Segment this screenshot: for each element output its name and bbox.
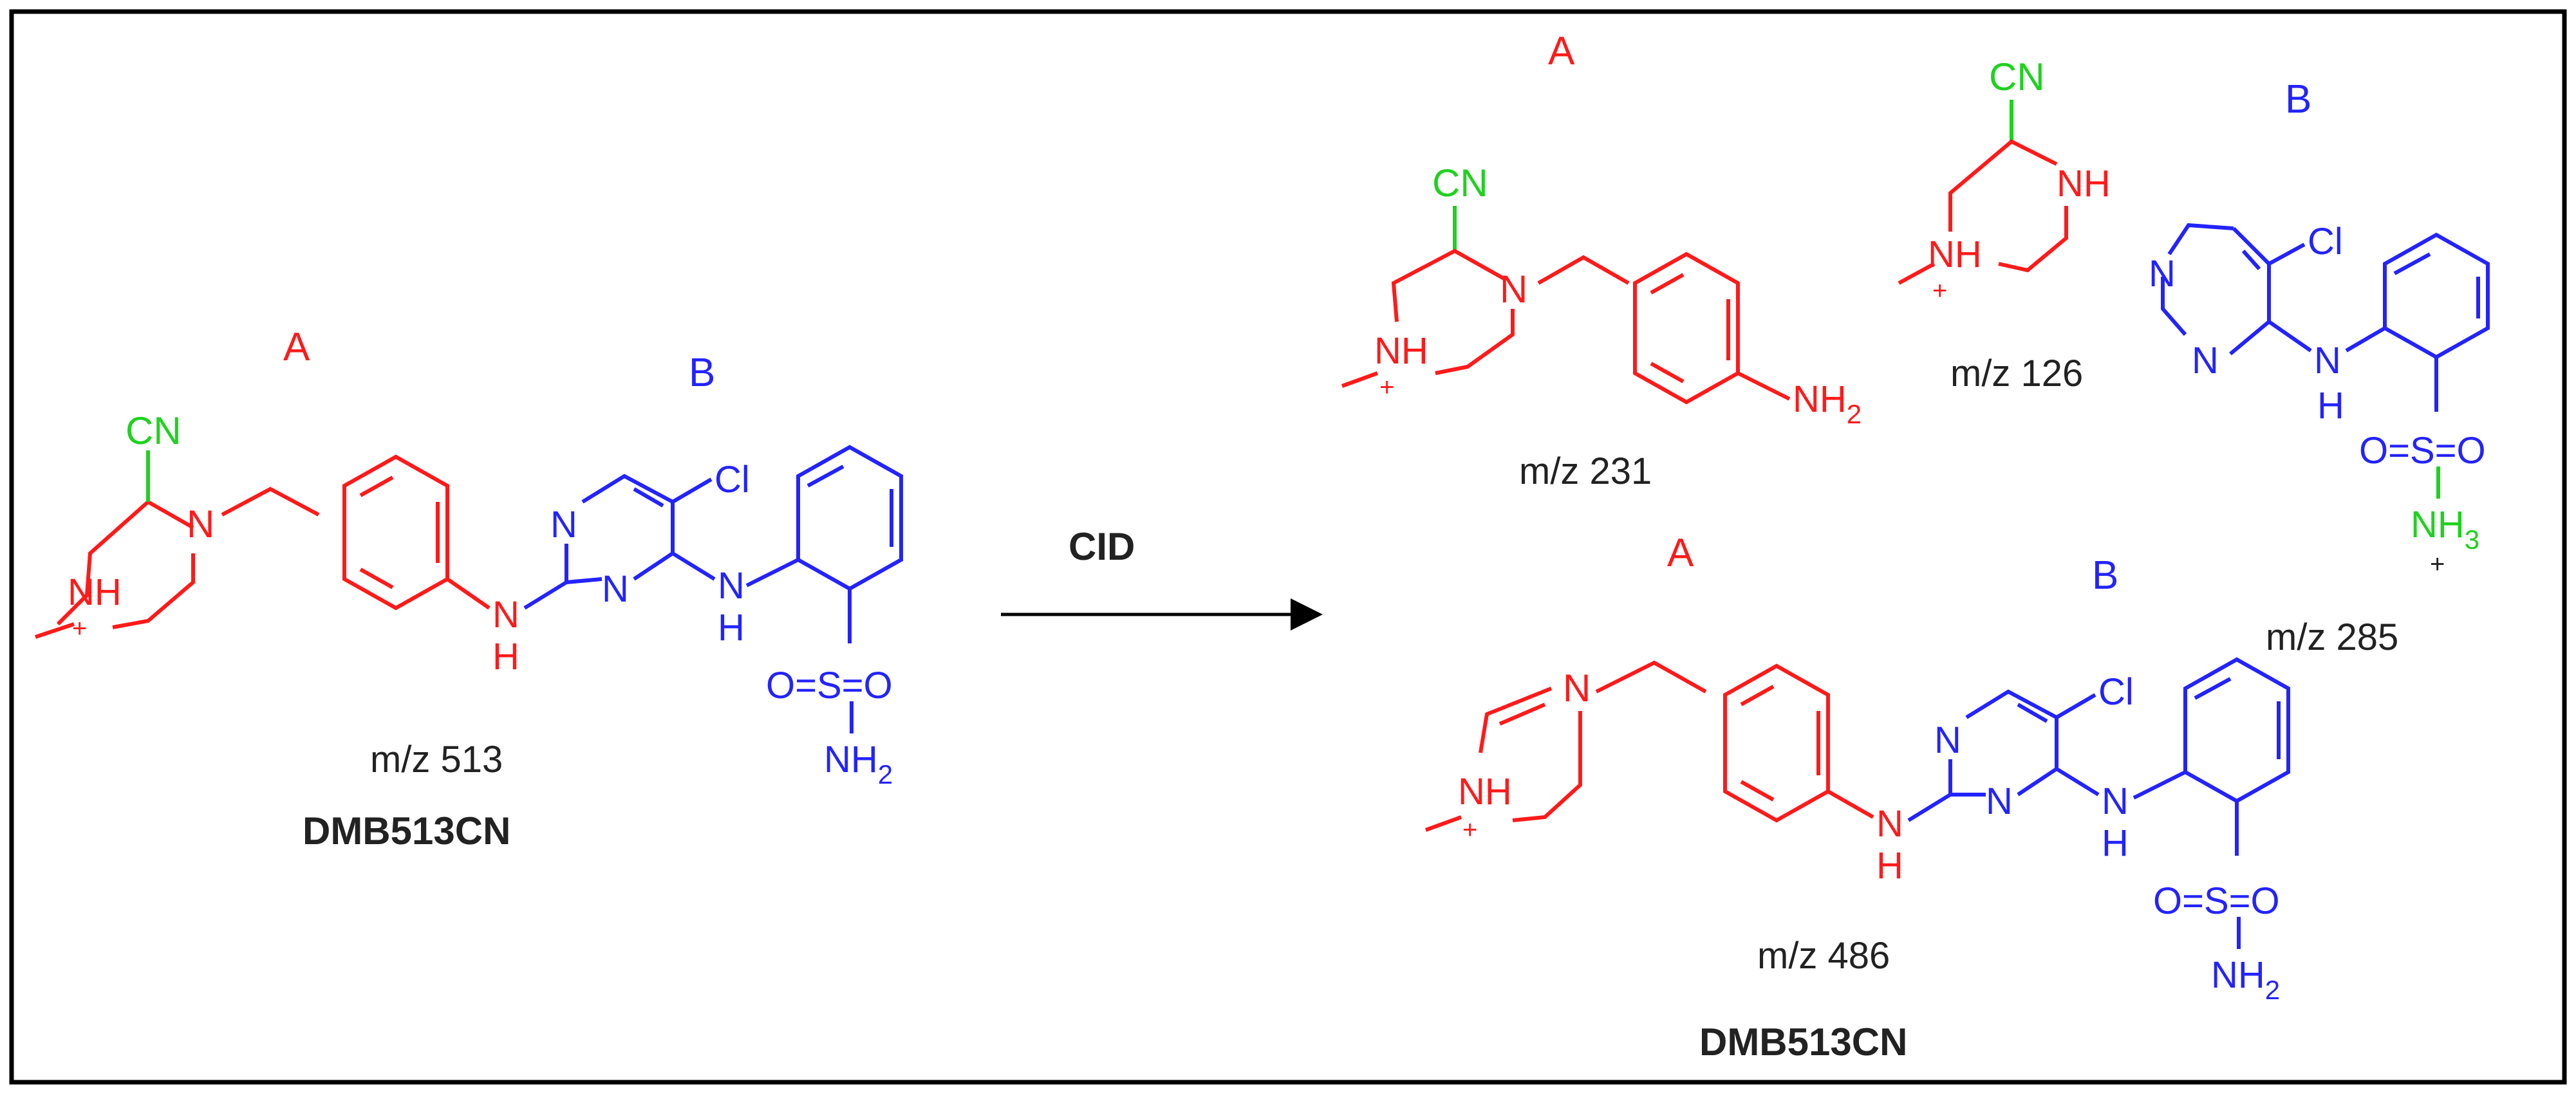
fragment-285-mz: m/z 285 <box>2266 616 2398 658</box>
parent-fragment-a-label: A <box>283 325 310 369</box>
fragment-231-nh2: NH2 <box>1793 378 1862 429</box>
fragment-126: CN NH NH + m/z 126 <box>1898 55 2111 394</box>
parent-benzene-b <box>745 445 903 643</box>
fragment-126-nh-top: NH <box>2057 163 2111 205</box>
fragment-486-benzene-b <box>2133 657 2290 856</box>
parent-link-h: H <box>492 636 519 678</box>
fragment-486-label-a: A <box>1667 531 1694 575</box>
fragment-486-nh2-main: NH <box>2211 954 2265 996</box>
fragment-285-charge-plus: + <box>2430 550 2445 578</box>
parent-methylene <box>221 486 320 517</box>
parent-nh2-main: NH <box>824 739 878 780</box>
fragment-231-ring-n: N <box>1500 268 1527 311</box>
fragment-231-charge-plus: + <box>1379 373 1394 401</box>
fragment-486-methylene <box>1595 660 1707 694</box>
fragment-285-sulfonyl: O=S=O <box>2359 430 2486 472</box>
fragment-486-b-h: H <box>2102 822 2129 864</box>
fragment-486-cl: Cl <box>2098 671 2134 713</box>
fragment-231-ring-nh: NH <box>1374 330 1428 372</box>
parent-ring-nh: NH <box>68 571 122 613</box>
fragment-486: A B N NH + N H N <box>1424 531 2290 1064</box>
parent-benzene-nh-bond <box>446 577 490 610</box>
parent-name: DMB513CN <box>303 809 510 853</box>
fragment-231-mz: m/z 231 <box>1519 450 1652 492</box>
parent-nh2-sub: 2 <box>878 759 893 789</box>
fragment-486-nh2-sub: 2 <box>2265 975 2280 1005</box>
fragment-285-cl: Cl <box>2308 221 2343 263</box>
cid-label: CID <box>1069 525 1135 568</box>
fragment-126-mz: m/z 126 <box>1950 353 2083 394</box>
fragment-285-h: H <box>2317 385 2344 427</box>
parent-fragment-b-label: B <box>689 351 715 395</box>
fragment-285-pyrimidine-n1: N <box>2149 253 2176 295</box>
fragment-486-pyrimidine <box>1907 689 2100 822</box>
parent-charge-plus: + <box>72 614 87 643</box>
fragment-231-nh2-main: NH <box>1793 378 1847 420</box>
parent-link-n: N <box>492 594 519 636</box>
fragment-486-link-h: H <box>1876 845 1903 887</box>
fragment-231-benzene <box>1633 252 1791 405</box>
fragment-126-ring-nh: NH <box>1928 234 1982 275</box>
fragment-231-label: A <box>1548 29 1575 73</box>
reaction-arrow-group: CID <box>1001 525 1323 631</box>
fragment-285-label: B <box>2285 77 2311 122</box>
fragment-126-charge-plus: + <box>1932 277 1947 305</box>
fragment-231-piperazine <box>1341 248 1515 388</box>
fragment-285-n: N <box>2314 340 2341 382</box>
parent-b-h: H <box>718 607 745 649</box>
fragment-231: A CN N NH + NH2 m/z 231 <box>1341 29 1862 492</box>
fragment-231-cn: CN <box>1432 161 1488 205</box>
parent-benzene-a <box>342 454 449 611</box>
parent-cl: Cl <box>714 459 750 501</box>
parent-sulfonyl: O=S=O <box>766 665 893 706</box>
fragment-486-b-n: N <box>2102 780 2129 822</box>
fragment-486-pyrimidine-n2: N <box>1986 780 2013 822</box>
fragment-486-ring-nh: NH <box>1458 771 1512 813</box>
fragment-486-link-n: N <box>1876 803 1903 845</box>
fragment-486-label-b: B <box>2092 553 2118 598</box>
fragment-285-benzene <box>2345 232 2490 412</box>
diagram-frame <box>9 9 2567 1085</box>
fragment-285: B N N Cl N H O=S=O NH3 + m/z 285 <box>2149 77 2490 658</box>
fragment-126-piperazine <box>1898 139 2068 285</box>
parent-pyrimidine <box>523 474 716 610</box>
fragment-486-nh2: NH2 <box>2211 954 2280 1005</box>
fragment-285-nh3: NH3 <box>2411 504 2479 555</box>
parent-nh2: NH2 <box>824 739 893 789</box>
fragment-486-pyrimidine-n1: N <box>1934 719 1961 761</box>
fragment-486-benzene-a <box>1723 663 1874 823</box>
fragment-231-nh2-sub: 2 <box>1847 399 1862 429</box>
fragment-486-piperazine <box>1424 687 1582 832</box>
fragment-486-ring-n: N <box>1563 667 1591 710</box>
fragment-285-pyrimidine <box>2161 223 2312 356</box>
fragment-285-pyrimidine-n2: N <box>2192 340 2219 382</box>
fragment-231-methylene <box>1537 255 1630 285</box>
parent-piperazine-bonds <box>35 499 195 639</box>
fragment-285-nh3-main: NH <box>2411 504 2465 546</box>
fragment-486-sulfonyl: O=S=O <box>2153 880 2280 922</box>
fragment-486-mz: m/z 486 <box>1757 935 1890 977</box>
parent-pyrimidine-n1: N <box>550 504 577 546</box>
fragment-285-nh3-sub: 3 <box>2465 524 2479 555</box>
fragment-486-name: DMB513CN <box>1699 1020 1907 1064</box>
parent-pyrimidine-n2: N <box>602 568 629 610</box>
fragment-126-cn: CN <box>1989 55 2045 98</box>
parent-molecule: A B CN N NH + N H <box>35 325 903 853</box>
fragment-486-charge-plus: + <box>1462 816 1477 844</box>
parent-mz: m/z 513 <box>370 739 503 780</box>
parent-cn-text: CN <box>126 409 182 452</box>
parent-b-n: N <box>718 565 745 607</box>
parent-ring-n: N <box>187 502 214 546</box>
